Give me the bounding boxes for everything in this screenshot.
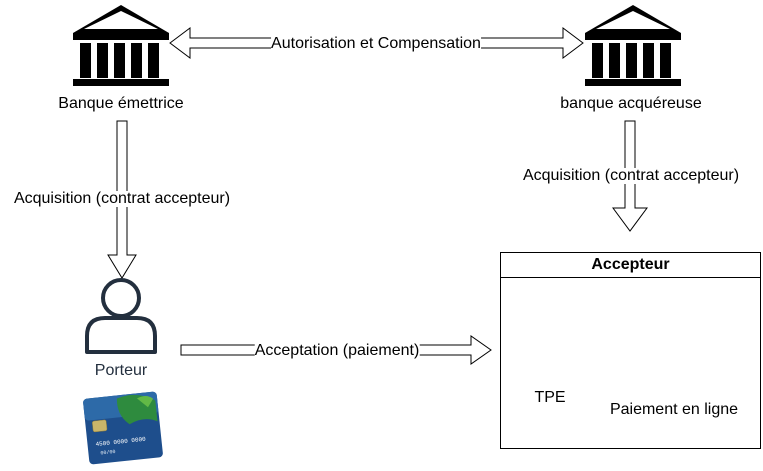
porteur-label: Porteur bbox=[94, 362, 148, 379]
online-payment-label: Paiement en ligne bbox=[609, 401, 739, 418]
bank-icon bbox=[73, 5, 169, 86]
acquisition-left-label: Acquisition (contrat accepteur) bbox=[13, 190, 231, 207]
accepteur-container: Accepteur bbox=[500, 252, 761, 449]
credit-card-icon: 4500 0000 0000 00/00 bbox=[83, 391, 163, 465]
acquisition-right-label: Acquisition (contrat accepteur) bbox=[522, 167, 740, 184]
bank-icon bbox=[585, 5, 681, 86]
accepteur-title: Accepteur bbox=[501, 253, 760, 278]
acceptance-label: Acceptation (paiement) bbox=[254, 342, 420, 359]
acquirer-bank-label: banque acquéreuse bbox=[560, 95, 702, 112]
auth-compensation-label: Autorisation et Compensation bbox=[271, 35, 481, 52]
user-icon bbox=[85, 278, 157, 354]
tpe-label: TPE bbox=[534, 389, 566, 406]
issuer-bank-label: Banque émettrice bbox=[58, 95, 184, 112]
svg-text:00/00: 00/00 bbox=[100, 449, 116, 457]
